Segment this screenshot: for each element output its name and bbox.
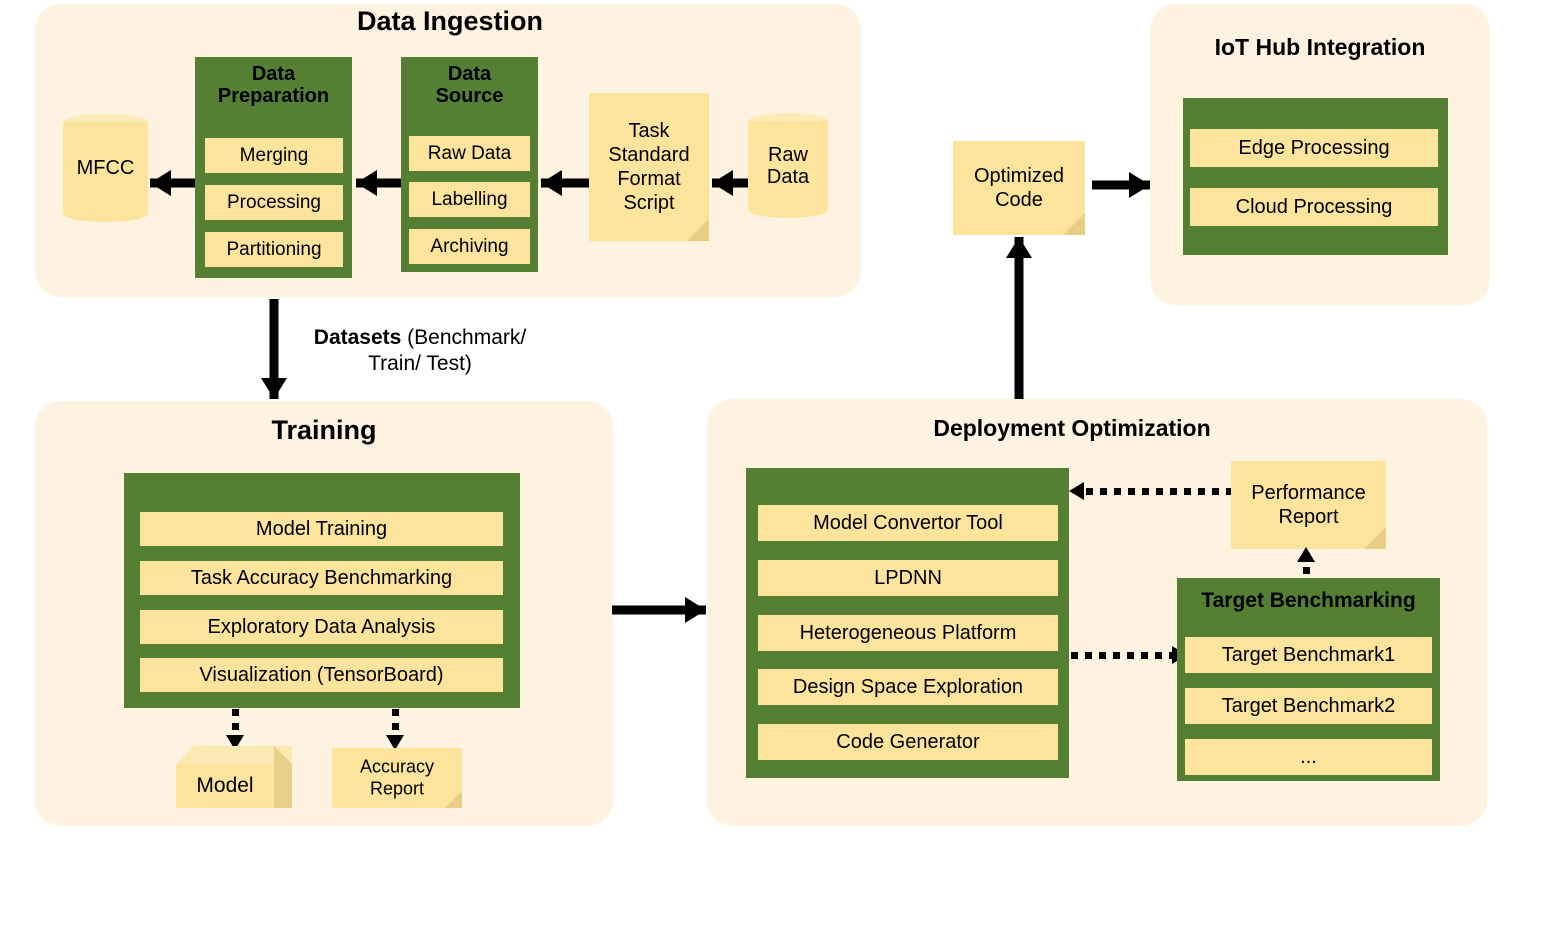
folded-corner-icon [1063,213,1085,235]
folded-corner-icon [1364,527,1386,549]
item-model-convertor-tool[interactable]: Model Convertor Tool [758,505,1058,541]
raw-data-datastore: Raw Data [748,113,828,218]
cube-side-face [274,746,292,808]
item-labelling[interactable]: Labelling [409,182,530,217]
item-cloud-processing[interactable]: Cloud Processing [1190,188,1438,226]
raw-data-label: Raw Data [766,143,810,188]
item-target-benchmark-more[interactable]: ... [1185,739,1432,775]
arrow-script-to-source [541,170,589,196]
arrow-prep-to-mfcc [150,170,195,196]
dotted-arrowhead-accuracy-report [386,735,404,750]
dotted-arrow-benchmarking-to-report [1303,553,1310,578]
item-archiving[interactable]: Archiving [409,229,530,264]
note-task-standard-format-script[interactable]: Task Standard Format Script [589,93,709,241]
cube-front-face [176,764,274,808]
note-label: Performance Report [1251,482,1366,528]
artifact-model-cube[interactable]: Model [176,746,292,808]
item-edge-processing[interactable]: Edge Processing [1190,129,1438,167]
group-iot-hub-processing [1183,98,1448,255]
folded-corner-icon [687,219,709,241]
note-optimized-code[interactable]: Optimized Code [953,141,1085,235]
item-lpdnn[interactable]: LPDNN [758,560,1058,596]
group-title-line1: Data [447,63,492,85]
cube-top-face [176,746,292,764]
item-heterogeneous-platform[interactable]: Heterogeneous Platform [758,615,1058,651]
arrow-source-to-prep [356,170,401,196]
item-visualization-tensorboard[interactable]: Visualization (TensorBoard) [140,658,503,692]
item-merging[interactable]: Merging [205,138,343,173]
dotted-arrow-deployment-to-target-benchmarking [1071,652,1173,659]
group-title-line2: Preparation [217,84,330,107]
dotted-arrowhead-performance-report [1297,547,1315,562]
mfcc-datastore: MFCC [63,114,148,222]
group-title-line2: Source [435,84,504,107]
panel-iot-hub-title: IoT Hub Integration [1214,34,1426,60]
accuracy-report-label: Accuracy Report [359,756,435,798]
group-data-source-title: Data Source [401,63,538,107]
mfcc-label: MFCC [76,157,135,179]
item-model-training[interactable]: Model Training [140,512,503,546]
panel-data-ingestion-title: Data Ingestion [356,6,544,36]
datasets-rest: (Benchmark/ [401,326,527,349]
arrow-optimizedcode-to-iothub [1092,172,1150,198]
group-data-preparation-title: Data Preparation [195,63,352,107]
group-title-line1: Data [251,63,296,85]
dotted-arrow-performance-report-to-deployment [1086,488,1232,495]
panel-training-title: Training [271,415,377,445]
cylinder-body [63,122,148,214]
item-target-benchmark2[interactable]: Target Benchmark2 [1185,688,1432,724]
item-code-generator[interactable]: Code Generator [758,724,1058,760]
note-label: Task Standard Format Script [608,120,690,214]
arrow-deployment-to-optimizedcode [1006,237,1032,400]
group-target-benchmarking-title: Target Benchmarking [1201,589,1416,612]
item-design-space-exploration[interactable]: Design Space Exploration [758,669,1058,705]
item-target-benchmark1[interactable]: Target Benchmark1 [1185,637,1432,673]
panel-deployment-optimization-title: Deployment Optimization [933,415,1211,441]
arrow-ingestion-to-training [261,299,287,399]
item-task-accuracy-benchmarking[interactable]: Task Accuracy Benchmarking [140,561,503,595]
arrow-training-to-deployment [612,597,706,623]
cylinder-bottom [63,205,148,222]
note-label: Optimized Code [973,165,1065,211]
cylinder-bottom [748,201,828,218]
edge-label-datasets: Datasets (Benchmark/ Train/ Test) [295,325,545,376]
artifact-accuracy-report[interactable]: Accuracy Report [332,748,462,808]
dotted-arrow-training-to-model [232,709,239,737]
model-label: Model [196,774,254,797]
item-exploratory-data-analysis[interactable]: Exploratory Data Analysis [140,610,503,644]
item-processing[interactable]: Processing [205,185,343,220]
item-partitioning[interactable]: Partitioning [205,232,343,267]
arrow-rawdata-to-script [712,170,756,196]
datasets-bold: Datasets [313,326,402,349]
dotted-arrowhead-deployment [1069,482,1084,500]
cylinder-body [748,121,828,210]
datasets-line2: Train/ Test) [368,351,472,375]
item-raw-data[interactable]: Raw Data [409,136,530,171]
note-performance-report[interactable]: Performance Report [1231,461,1386,549]
dotted-arrow-training-to-accuracy-report [392,709,399,737]
